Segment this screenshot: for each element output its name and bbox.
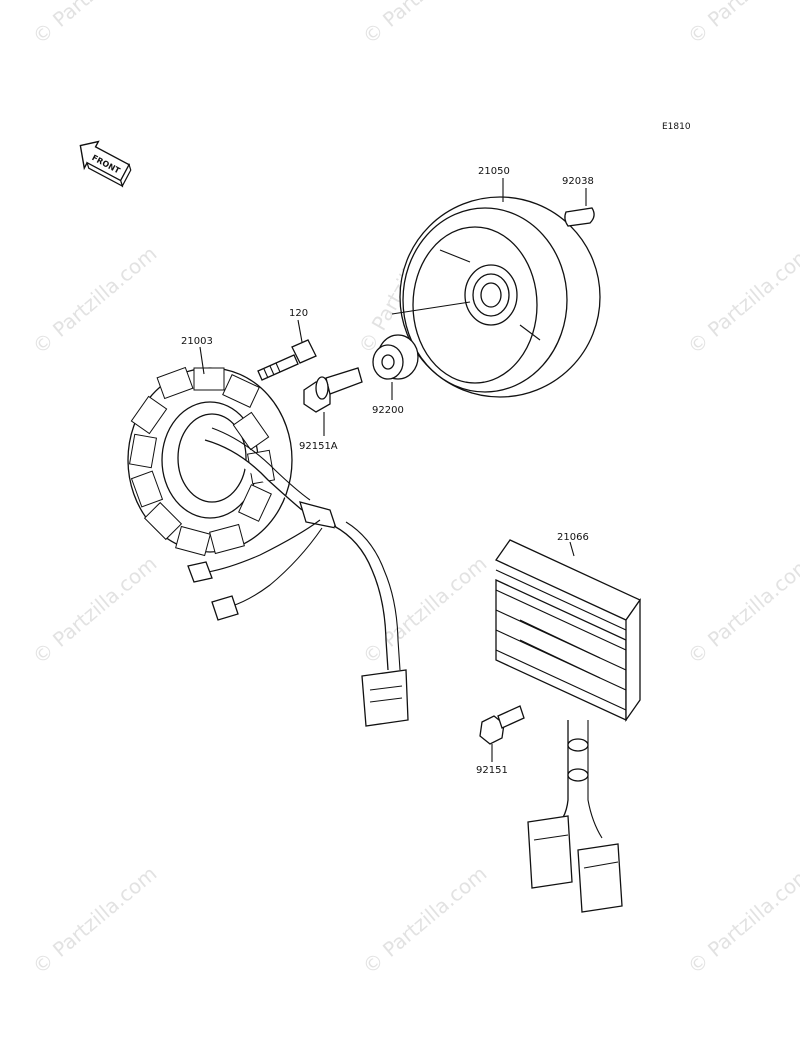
regulator-rectifier <box>495 539 641 723</box>
bolt-120 <box>257 339 317 381</box>
watermark: © Partzilla.com <box>358 861 492 979</box>
watermark: © Partzilla.com <box>28 241 162 359</box>
watermark: © Partzilla.com <box>28 861 162 979</box>
part-label-regulator: 21066 <box>557 532 589 543</box>
watermark: © Partzilla.com <box>683 551 800 669</box>
part-label-flywheel: 21050 <box>478 166 510 177</box>
stator <box>127 366 337 557</box>
flywheel-rotor <box>399 196 601 398</box>
diagram-code: E1810 <box>662 122 691 132</box>
regulator-bolt <box>479 705 525 745</box>
watermark: © Partzilla.com <box>28 551 162 669</box>
part-label-stator: 21003 <box>181 336 213 347</box>
watermark: © Partzilla.com <box>683 0 800 49</box>
part-label-flange-bolt: 92151A <box>299 441 338 452</box>
woodruff-key <box>564 207 595 227</box>
front-arrow-icon: FRONT <box>79 140 132 188</box>
part-label-bolt-120: 120 <box>289 308 308 319</box>
watermark: © Partzilla.com <box>683 241 800 359</box>
flange-bolt <box>303 367 363 413</box>
watermark: © Partzilla.com <box>358 0 492 49</box>
washer <box>372 334 419 380</box>
stator-harness <box>187 519 409 727</box>
watermark: © Partzilla.com <box>28 0 162 49</box>
part-label-washer: 92200 <box>372 405 404 416</box>
watermark: © Partzilla.com <box>683 861 800 979</box>
part-label-regulator-bolt: 92151 <box>476 765 508 776</box>
part-label-key: 92038 <box>562 176 594 187</box>
regulator-harness <box>527 720 623 913</box>
